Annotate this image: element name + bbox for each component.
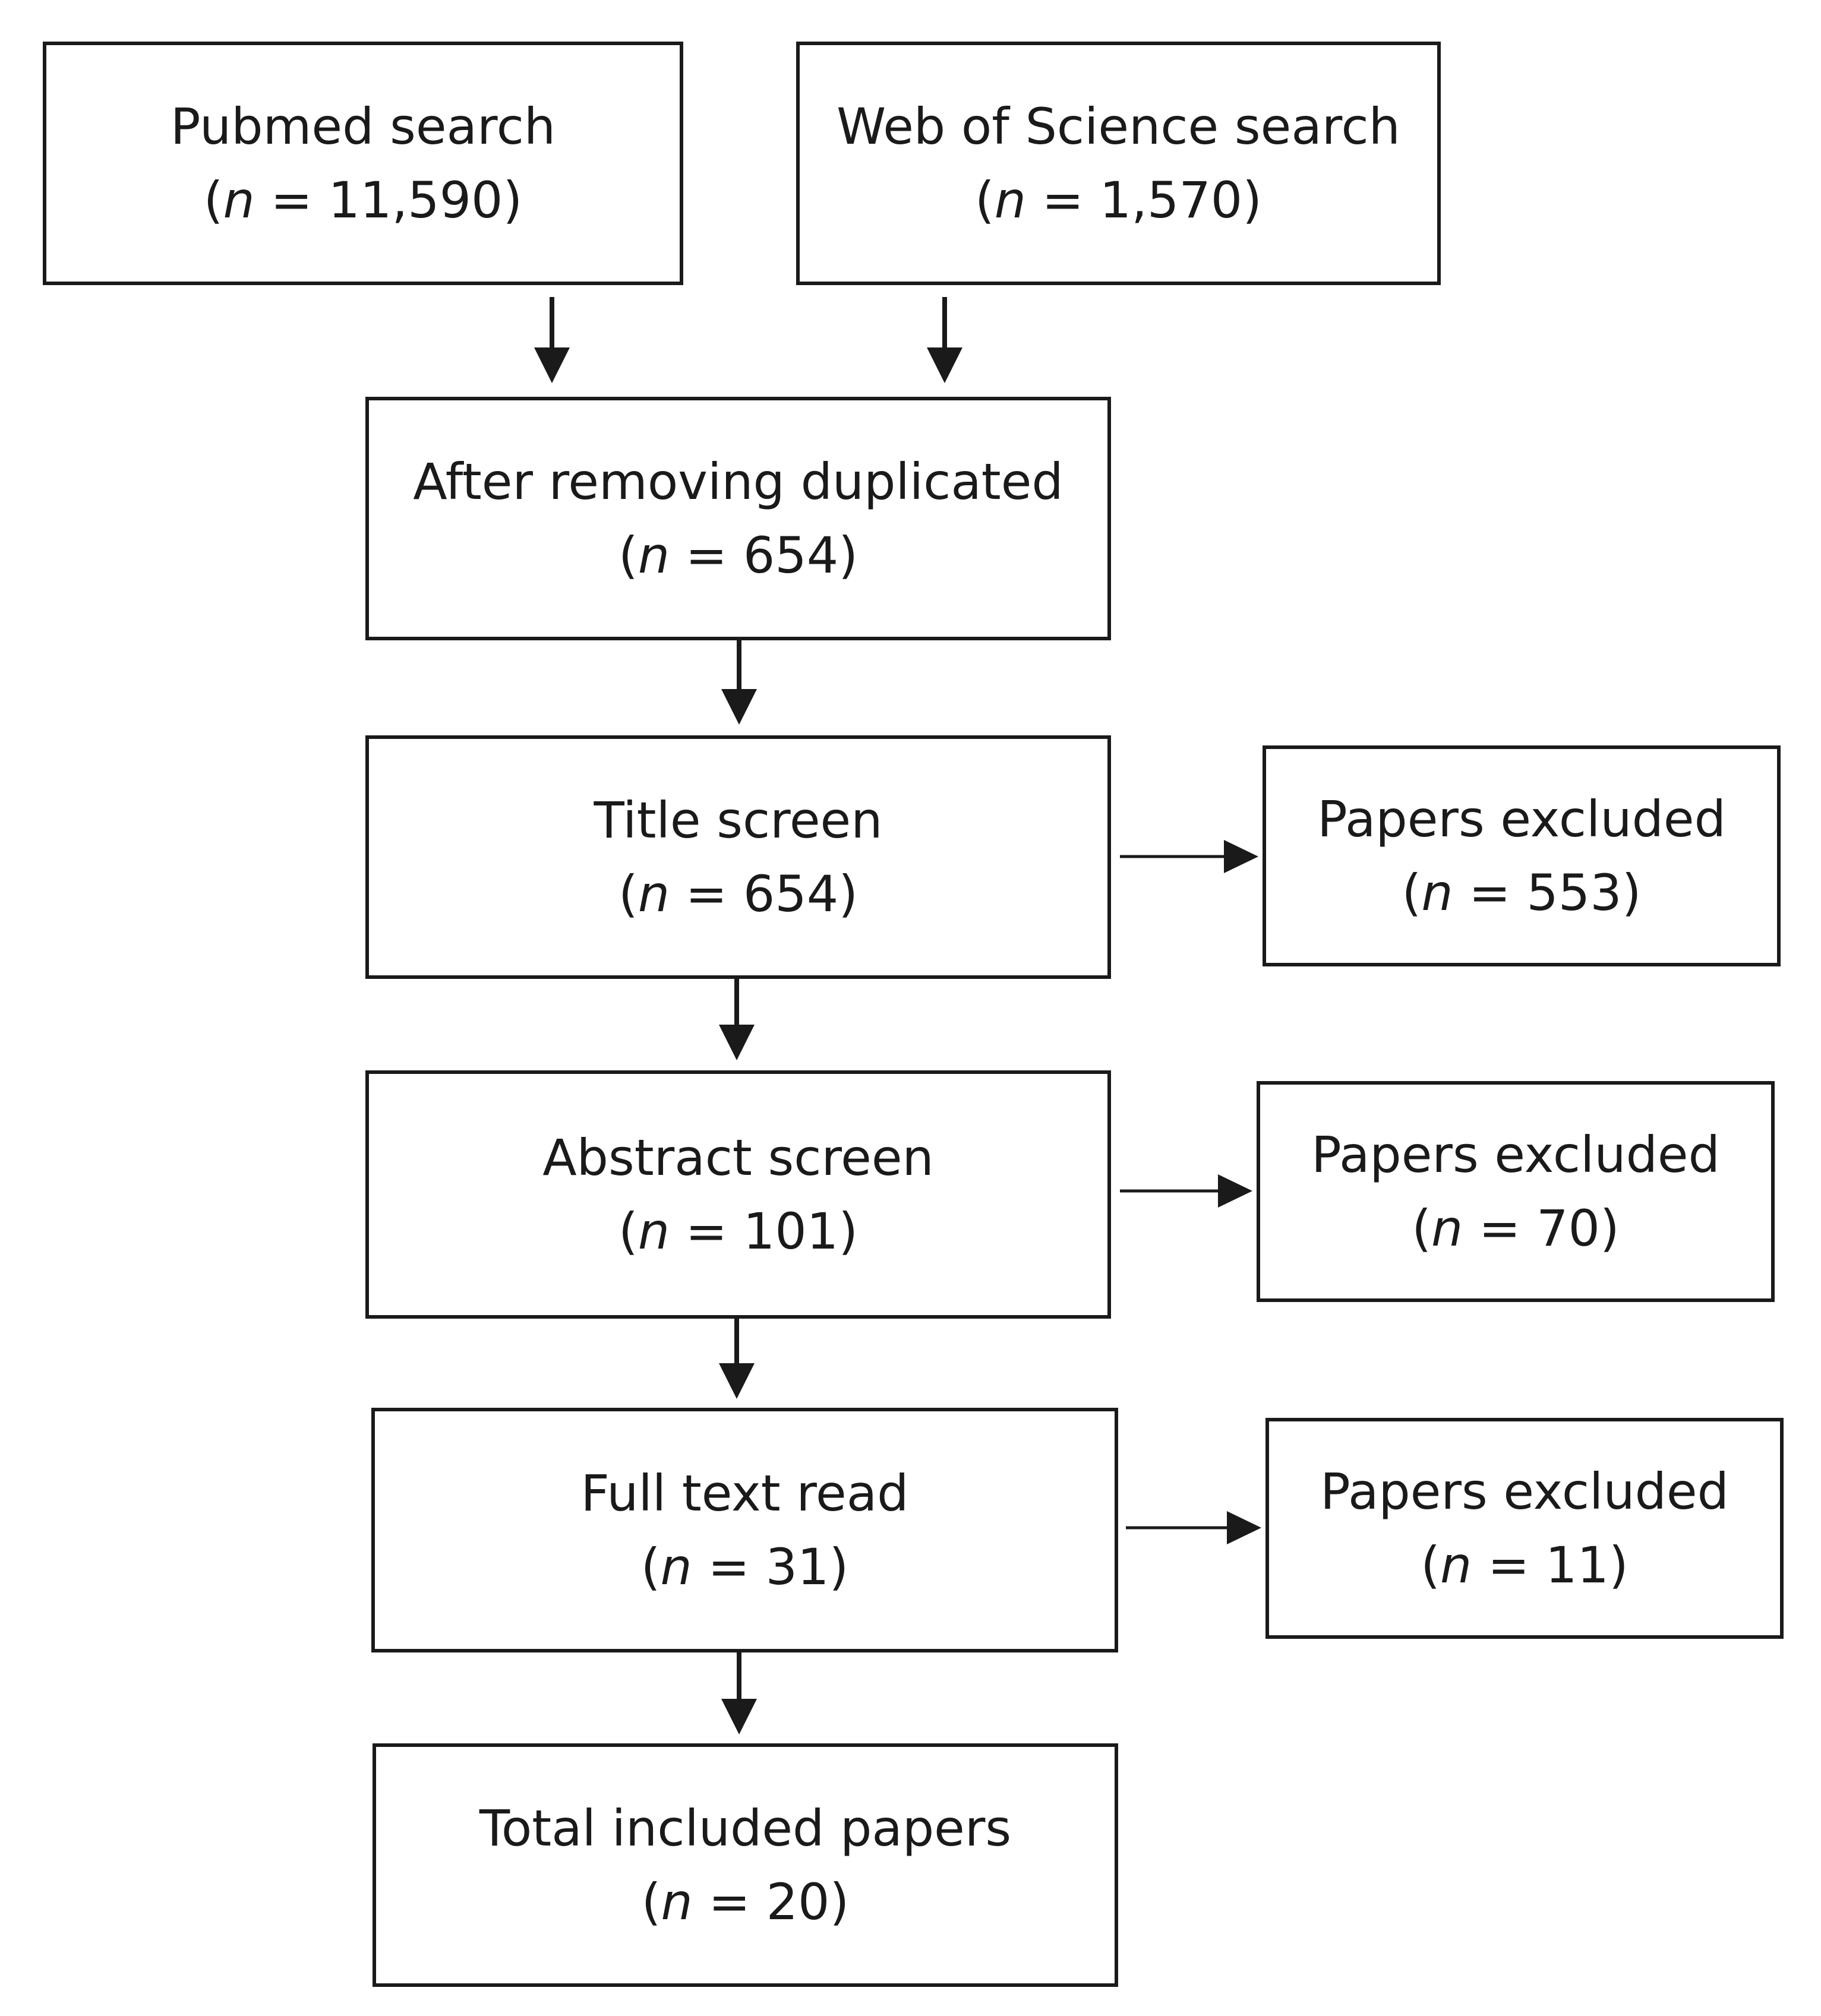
arrow-abstract-to-excluded [1120,1174,1252,1208]
arrow-dedup-to-title [721,640,757,725]
arrow-title-to-abstract [719,979,755,1060]
arrow-title-to-excluded [1120,840,1258,873]
box-count: (n = 70) [1412,1199,1620,1257]
box-count: (n = 553) [1402,864,1642,922]
box-label: Full text read [580,1464,909,1522]
after-removing-duplicated-box: After removing duplicated (n = 654) [365,397,1111,640]
box-label: After removing duplicated [413,453,1063,511]
box-count: (n = 654) [618,526,858,584]
box-count: (n = 31) [640,1538,849,1596]
arrow-wos-to-dedup [927,297,962,383]
abstract-screen-box: Abstract screen (n = 101) [365,1070,1111,1319]
box-label: Web of Science search [837,97,1400,156]
pubmed-search-box: Pubmed search (n = 11,590) [43,42,683,285]
papers-excluded-abstract-box: Papers excluded (n = 70) [1257,1081,1775,1302]
web-of-science-search-box: Web of Science search (n = 1,570) [796,42,1441,285]
box-count: (n = 20) [641,1873,850,1931]
box-count: (n = 654) [618,865,858,923]
total-included-papers-box: Total included papers (n = 20) [373,1743,1118,1987]
box-label: Pubmed search [170,97,556,156]
title-screen-box: Title screen (n = 654) [365,735,1111,979]
arrow-pubmed-to-dedup [534,297,570,383]
box-label: Papers excluded [1311,1126,1720,1184]
arrow-fulltext-to-excluded [1126,1511,1261,1544]
box-count: (n = 101) [618,1202,858,1260]
arrow-fulltext-to-included [721,1652,757,1734]
papers-excluded-fulltext-box: Papers excluded (n = 11) [1265,1418,1784,1639]
box-label: Abstract screen [542,1129,934,1187]
box-label: Title screen [594,791,883,849]
box-count: (n = 11) [1421,1536,1629,1594]
arrow-abstract-to-fulltext [719,1319,755,1399]
box-label: Papers excluded [1317,790,1726,848]
box-label: Total included papers [479,1799,1012,1857]
papers-excluded-title-box: Papers excluded (n = 553) [1263,745,1781,966]
box-count: (n = 1,570) [974,171,1263,229]
box-label: Papers excluded [1320,1462,1729,1521]
box-count: (n = 11,590) [203,171,523,229]
full-text-read-box: Full text read (n = 31) [371,1408,1118,1652]
